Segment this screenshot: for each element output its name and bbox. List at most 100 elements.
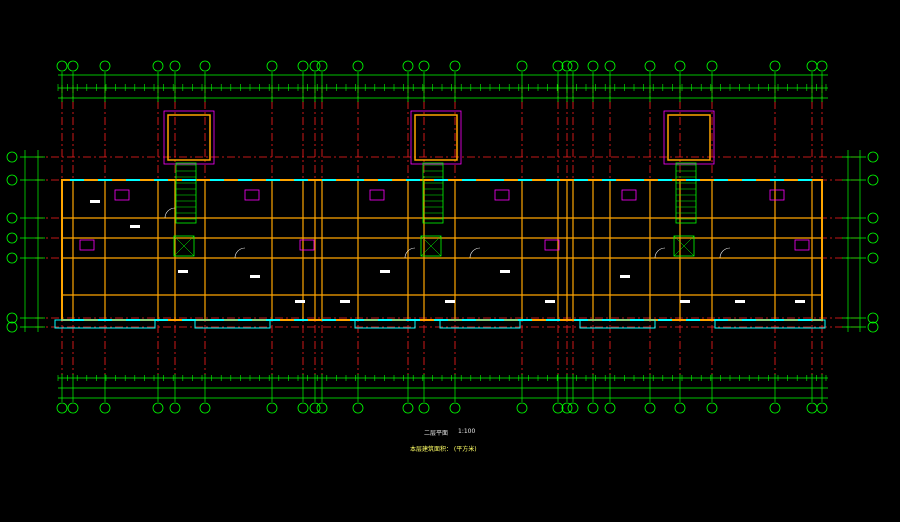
axis-bubble [6,212,18,224]
axis-bubble [644,60,656,72]
elevator [420,235,442,257]
room-label-mark [500,270,510,273]
axis-bubble [867,312,879,324]
axis-bubble [552,60,564,72]
core-shaft [167,114,211,161]
axis-bubble [6,321,18,333]
balcony [194,319,271,329]
room-label-mark [178,270,188,273]
room-details [54,179,826,329]
axis-bubble [6,174,18,186]
axis-bubble [6,232,18,244]
axis-bubble [297,402,309,414]
axis-bubble [402,60,414,72]
bathroom-fixture [114,189,130,201]
axis-bubble [99,60,111,72]
axis-bubble [266,60,278,72]
core-outline [410,110,462,165]
axis-bubbles [6,60,879,414]
axis-bubble [706,402,718,414]
axis-bubble [297,60,309,72]
axis-bubble [309,60,321,72]
room-label-mark [735,300,745,303]
bathroom-fixture [544,239,560,251]
axis-bubble [587,402,599,414]
bathroom-fixture [369,189,385,201]
axis-bubble [418,402,430,414]
axis-bubble [567,60,579,72]
elevator-cross [420,235,442,257]
drawing-area-note: 本层建筑面积： (平方米) [410,446,477,453]
axis-bubble [867,321,879,333]
balcony [714,319,826,329]
axis-bubble [67,60,79,72]
axis-bubble [99,402,111,414]
axis-bubble [587,60,599,72]
room-label-mark [250,275,260,278]
axis-bubble [352,402,364,414]
door-swing [404,247,416,259]
drawing-scale: 1:100 [458,428,476,435]
building-walls [61,110,823,321]
room-label-mark [620,275,630,278]
room-label-mark [680,300,690,303]
axis-bubble [516,60,528,72]
axis-bubble [56,402,68,414]
axis-bubble [552,402,564,414]
bathroom-fixture [621,189,637,201]
axis-bubble [867,151,879,163]
axis-bubble [674,402,686,414]
door-swing [234,247,246,259]
room-label-mark [445,300,455,303]
bathroom-fixture [769,189,785,201]
axis-bubble [449,60,461,72]
bathroom-fixture [794,239,810,251]
core-outline [663,110,715,165]
axis-bubble [449,402,461,414]
axis-bubble [816,60,828,72]
door-swing [654,247,666,259]
room-label-mark [545,300,555,303]
balcony [579,319,656,329]
bathroom-fixture [494,189,510,201]
axis-bubble [352,60,364,72]
axis-bubble [316,402,328,414]
room-label-mark [795,300,805,303]
room-label-mark [295,300,305,303]
axis-bubble [402,402,414,414]
axis-bubble [867,174,879,186]
axis-bubble [867,252,879,264]
axis-bubble [6,252,18,264]
axis-bubble [6,312,18,324]
dimension-chains [20,72,866,402]
bathroom-fixture [299,239,315,251]
elevator-cross [173,235,195,257]
axis-bubble [706,60,718,72]
door-swing [164,207,176,219]
balcony [439,319,521,329]
room-label-mark [90,200,100,203]
axis-bubble [604,60,616,72]
axis-bubble [169,402,181,414]
axis-bubble [6,151,18,163]
axis-bubble [56,60,68,72]
axis-bubble [561,402,573,414]
core-outline [163,110,215,165]
room-label-mark [130,225,140,228]
axis-bubble [561,60,573,72]
drawing-title: 二层平面 [424,430,449,437]
axis-bubble [867,232,879,244]
axis-bubble [152,402,164,414]
elevator [173,235,195,257]
axis-bubble [169,60,181,72]
balcony [54,319,156,329]
axis-bubble [516,402,528,414]
stair-run [175,162,197,224]
elevator [673,235,695,257]
axis-bubble [816,402,828,414]
stair-run [422,162,444,224]
balcony [354,319,416,329]
elevator-cross [673,235,695,257]
